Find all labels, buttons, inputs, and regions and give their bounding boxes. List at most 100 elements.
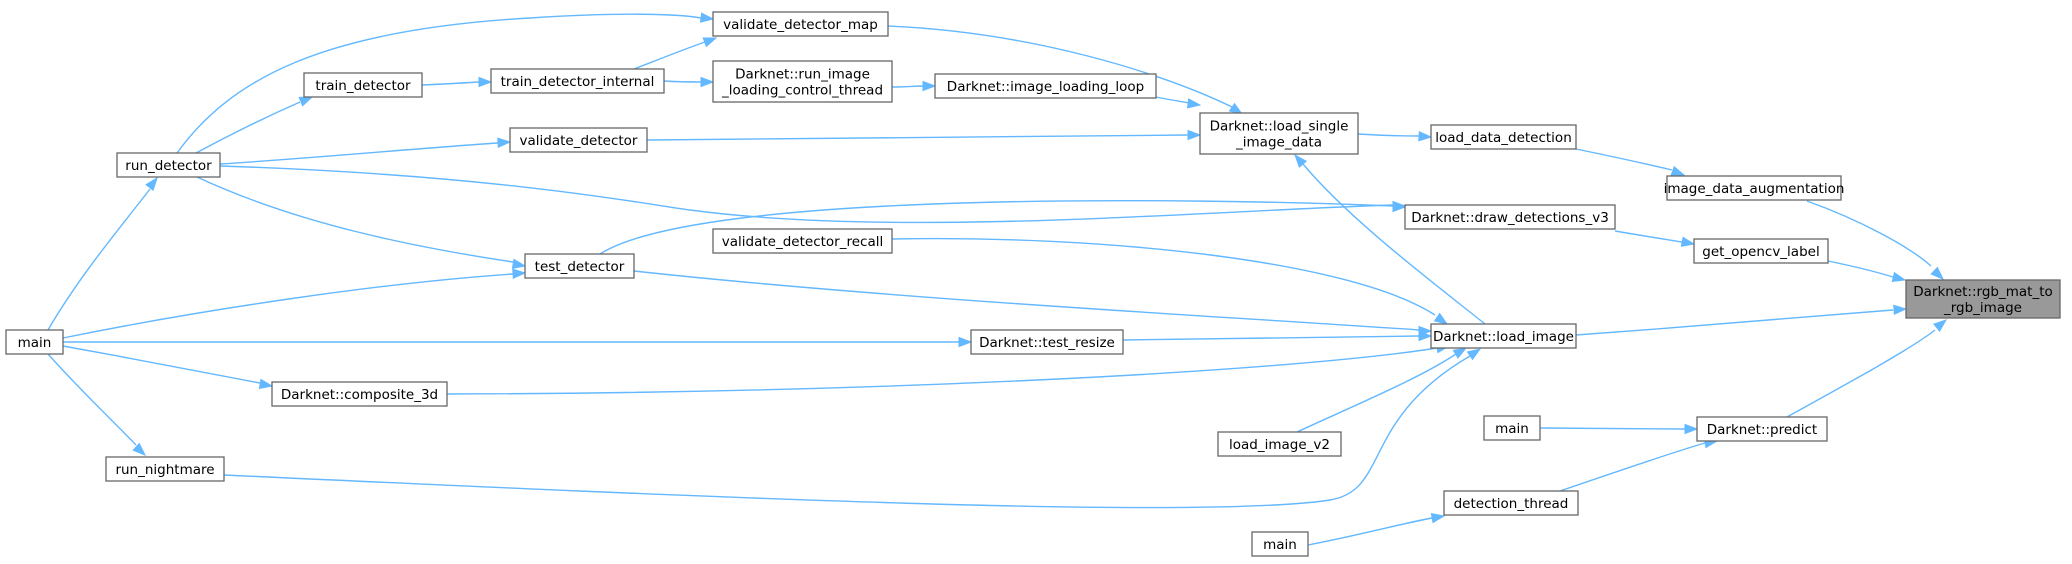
arrowhead [1452,347,1468,359]
edge-detection_thread-to-predict [1559,438,1719,492]
node-label: train_detector [315,78,411,94]
node-label: load_data_detection [1435,130,1572,146]
arrowhead [511,258,527,269]
node-label: get_opencv_label [1702,244,1819,260]
node-box [1404,204,1616,230]
node-label: _loading_control_thread [721,83,883,99]
node-load-single-image-data[interactable]: Darknet::load_single_image_data [1199,112,1359,155]
node-composite-3d[interactable]: Darknet::composite_3d [271,381,448,407]
node-test-detector[interactable]: test_detector [524,253,635,279]
edge-get_opencv_label-to-root [1827,260,1907,283]
edge-main_left-to-composite_3d [62,345,274,389]
node-label: load_image_v2 [1229,437,1330,453]
edge-run_detector-to-validate_detector [219,137,512,165]
edge-run_detector-to-validate_detector_map [176,12,715,154]
node-load-image[interactable]: Darknet::load_image [1430,323,1577,349]
arrowhead [497,137,512,148]
edge-main_predict-to-predict [1539,423,1699,435]
edge-validate_detector-to-load_single_image_data [646,129,1202,141]
node-box [1693,238,1829,264]
node-label: Darknet::draw_detections_v3 [1411,210,1609,226]
node-box [509,127,648,153]
node-validate-detector-recall[interactable]: validate_detector_recall [712,228,893,254]
node-box [1217,431,1342,457]
node-label: Darknet::composite_3d [281,387,438,403]
arrowhead [958,336,973,348]
node-main-predict[interactable]: main [1483,415,1541,441]
edge-main_left-to-test_resize [62,336,973,348]
edge-run_nightmare-to-load_image [223,348,1482,509]
arrowhead [478,76,493,88]
node-train-detector[interactable]: train_detector [303,72,423,98]
node-label: Darknet::test_resize [979,335,1115,351]
node-label: _rgb_image [1943,300,2022,316]
edge-load_image_v2-to-load_image [1296,347,1468,433]
node-test-resize[interactable]: Darknet::test_resize [970,329,1124,355]
node-label: run_detector [125,158,212,174]
edge-validate_detector_recall-to-load_image [891,237,1449,325]
edge-test_detector-to-draw_detections_v3 [599,199,1407,255]
node-validate-detector[interactable]: validate_detector [509,127,648,153]
edge-image_data_augmentation-to-root [1806,200,1945,280]
node-box [116,152,221,178]
edge-run_detector-to-train_detector [195,96,314,154]
node-detection-thread[interactable]: detection_thread [1443,490,1579,516]
arrowhead [1187,129,1202,141]
edge-train_detector_internal-to-validate_detector_map [633,37,718,70]
node-label: main [1495,421,1529,437]
arrowhead [1430,513,1446,524]
edge-load_single_image_data-to-load_data_detection [1357,131,1433,142]
node-label: main [1263,537,1297,553]
node-label: Darknet::predict [1707,422,1817,438]
node-box [1199,112,1359,155]
node-label: Darknet::run_image [735,67,870,83]
node-validate-detector-map[interactable]: validate_detector_map [712,11,889,37]
node-box [934,73,1157,99]
arrowhead [1893,304,1908,315]
node-label: image_data_augmentation [1664,181,1845,197]
node-label: test_detector [535,259,625,275]
node-root[interactable]: Darknet::rgb_mat_to_rgb_image [1905,279,2061,319]
edge-test_detector-to-load_image [633,270,1433,337]
node-box [712,228,893,254]
node-run-detector[interactable]: run_detector [116,152,221,178]
node-train-detector-internal[interactable]: train_detector_internal [490,68,665,94]
node-image-data-augmentation[interactable]: image_data_augmentation [1664,175,1845,201]
arrowhead [1891,271,1907,283]
node-box [1483,415,1541,441]
node-box [1696,416,1828,442]
edge-predict-to-root [1786,319,1948,418]
node-load-data-detection[interactable]: load_data_detection [1430,124,1577,150]
node-box [1905,279,2061,319]
node-get-opencv-label[interactable]: get_opencv_label [1693,238,1829,264]
node-main-bottom[interactable]: main [1251,531,1309,557]
node-load-image-v2[interactable]: load_image_v2 [1217,431,1342,457]
node-draw-detections-v3[interactable]: Darknet::draw_detections_v3 [1404,204,1616,230]
edge-image_loading_loop-to-load_single_image_data [1155,96,1202,109]
arrowhead [1670,165,1686,176]
edge-train_detector_internal-to-run_image_loading_control_thread [663,76,715,88]
arrowhead [512,268,527,279]
node-label: validate_detector_recall [722,234,883,250]
node-box [970,329,1124,355]
arrowhead [1392,201,1407,213]
arrowhead [1433,312,1449,325]
arrowhead [1418,330,1433,342]
node-main-left[interactable]: main [5,329,64,355]
node-predict[interactable]: Darknet::predict [1696,416,1828,442]
arrowhead [1294,153,1308,168]
graph-edges [47,12,1948,546]
arrowhead [1684,423,1699,435]
arrowhead [1933,319,1948,332]
node-run-nightmare[interactable]: run_nightmare [105,456,225,482]
node-box [524,253,635,279]
arrowhead [1466,348,1482,361]
node-box [712,60,893,103]
node-label: _image_data [1235,135,1322,151]
edge-run_detector-to-draw_detections_v3 [219,165,1407,224]
node-run-image-loading-control-thread[interactable]: Darknet::run_image_loading_control_threa… [712,60,893,103]
node-image-loading-loop[interactable]: Darknet::image_loading_loop [934,73,1157,99]
arrowhead [145,176,158,192]
edge-run_detector-to-test_detector [196,176,527,269]
